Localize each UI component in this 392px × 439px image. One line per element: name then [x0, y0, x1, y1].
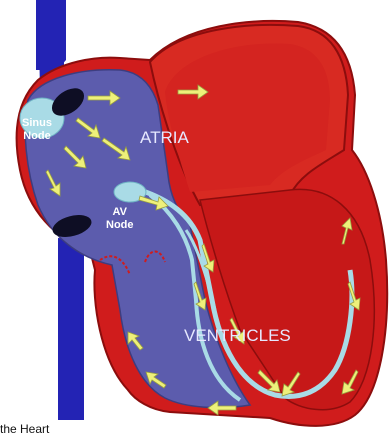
av-node-label-line2: Node: [106, 219, 134, 232]
ventricles-label: VENTRICLES: [184, 326, 291, 346]
sinus-node-label: Sinus Node: [22, 117, 52, 143]
atria-label: ATRIA: [140, 128, 189, 148]
sinus-node-label-line1: Sinus: [22, 117, 52, 130]
vena-cava-upper: [36, 0, 64, 70]
av-node-label-line1: AV: [106, 206, 134, 219]
sinus-node-label-line2: Node: [22, 130, 52, 143]
av-node-label: AV Node: [106, 206, 134, 232]
figure-caption: the Heart: [0, 422, 49, 436]
